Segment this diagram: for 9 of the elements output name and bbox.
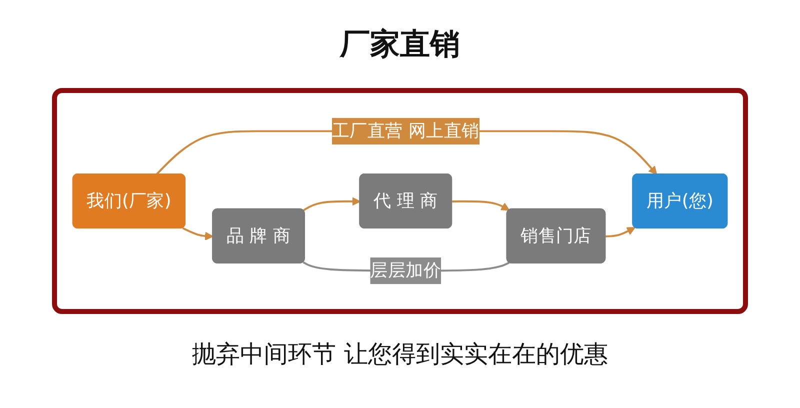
diagram-frame: 工厂直营 网上直销 层层加价 我们(厂家) 品 牌 商 代 理 商 销售门店 用户(您) xyxy=(52,88,748,314)
arrow xyxy=(606,227,636,238)
arrow xyxy=(452,200,510,211)
edge-label: 工厂直营 网上直销 xyxy=(332,120,480,142)
edge-label: 层层加价 xyxy=(370,260,442,282)
arrow xyxy=(182,227,214,240)
arrow xyxy=(302,197,361,212)
caption: 抛弃中间环节 让您得到实实在在的优惠 xyxy=(192,339,608,370)
title: 厂家直销 xyxy=(340,26,460,64)
